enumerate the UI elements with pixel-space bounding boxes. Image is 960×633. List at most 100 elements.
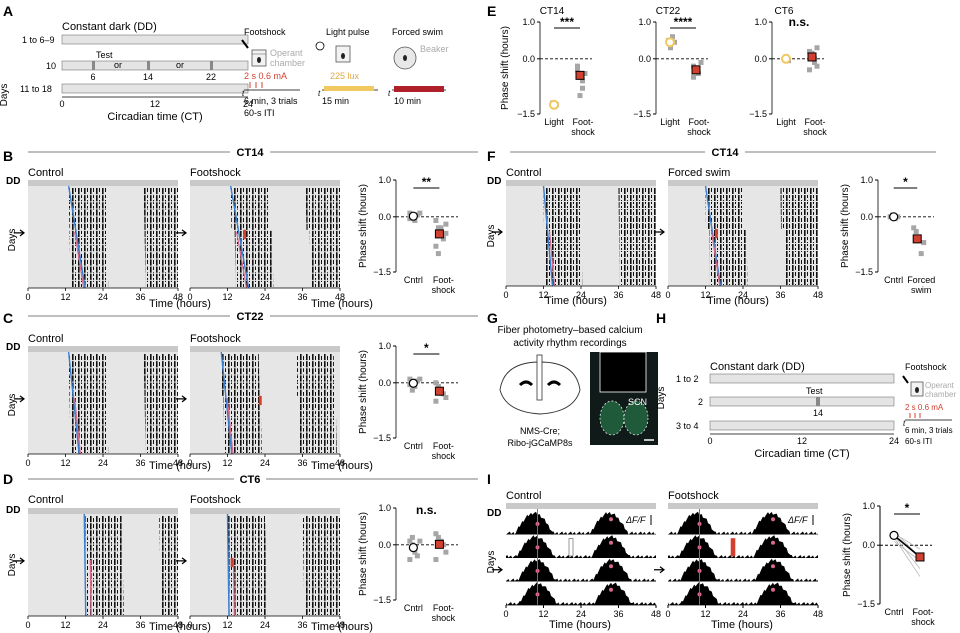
time-tick-label: 24 (98, 292, 108, 302)
activity-bout (227, 516, 265, 523)
control-point (407, 538, 413, 544)
calcium-trace (668, 558, 818, 582)
activity-bout (144, 238, 178, 245)
activity-bout (68, 361, 107, 368)
panel-letter-h: H (656, 310, 666, 326)
time-tick-label: 12 (60, 620, 70, 630)
time-tick-label: 48 (813, 609, 823, 619)
days-label-b: Days (7, 229, 18, 252)
foot-label: Foot- (804, 117, 825, 127)
test-day-arrow (654, 566, 665, 574)
or-label-1: or (114, 60, 122, 70)
footshock-point (580, 78, 585, 84)
activity-bout (229, 608, 268, 615)
activity-bout (235, 252, 273, 259)
operant-chamber-1: Operant (270, 48, 303, 58)
y-tick-label: −1.5 (749, 109, 767, 119)
activity-bout (84, 523, 122, 530)
activity-bout (221, 361, 259, 368)
time-tick-label: 0 (503, 609, 508, 619)
time-tick-label: 48 (335, 292, 345, 302)
onset-fit-line (704, 185, 722, 287)
treatment-mean (912, 234, 922, 244)
time-tick-label: 36 (135, 620, 145, 630)
activity-bout (145, 432, 178, 439)
time-tick-label: 48 (173, 292, 183, 302)
activity-bout (618, 202, 656, 208)
activity-bout (70, 425, 108, 432)
activity-bout (296, 382, 335, 389)
control-mean (408, 211, 418, 221)
activity-bout (70, 432, 108, 439)
onset-fit-line (226, 513, 230, 617)
activity-bout (85, 594, 124, 601)
treatment-point (443, 395, 449, 401)
time-label-b2: Time (hours) (311, 298, 373, 310)
actogram-header (28, 346, 178, 352)
panel-letter-i: I (487, 471, 491, 487)
activity-bout (223, 396, 261, 403)
days-label-h: Days (656, 387, 667, 410)
activity-bout (228, 551, 266, 558)
activity-bout (544, 272, 583, 278)
activity-bout (70, 259, 108, 266)
time-tick-label: 0 (25, 292, 30, 302)
activity-bout (159, 537, 178, 544)
activity-bout (235, 266, 273, 273)
trace-header (668, 503, 818, 509)
activity-bout (296, 354, 334, 361)
foot-label: Foot- (912, 607, 933, 617)
cntrl-label: Cntrl (404, 603, 423, 613)
footshock-label-i: Footshock (668, 490, 719, 502)
activity-bout (784, 272, 818, 278)
activity-bout (302, 516, 340, 523)
activity-bout (543, 216, 582, 222)
time-tick-label: 36 (775, 290, 785, 300)
activity-bout (69, 223, 107, 230)
h-footshock-iti: 60-s ITI (905, 437, 932, 446)
activity-bout (784, 251, 818, 257)
activity-bout (68, 202, 107, 209)
calcium-trace (668, 511, 818, 535)
treatment-point (433, 557, 439, 563)
time-tick-label: 0 (25, 620, 30, 630)
activity-bout (304, 587, 340, 594)
treatment-label: Foot- (433, 441, 454, 451)
activity-bout (709, 244, 747, 250)
activity-bout (144, 382, 178, 389)
panel-letter-e: E (487, 3, 496, 19)
ct-tick-14: 14 (143, 72, 153, 82)
dd-label-b: DD (6, 176, 20, 187)
onset-fit-line (67, 185, 86, 289)
activity-bout (705, 202, 744, 208)
treatment-label-2: shock (432, 285, 456, 295)
time-tick-label: 24 (738, 290, 748, 300)
activity-bout (784, 265, 818, 271)
activity-bout (143, 202, 178, 209)
activity-bout (143, 368, 178, 375)
time-tick-label: 48 (813, 290, 823, 300)
activity-bout (144, 396, 178, 403)
activity-bout (297, 389, 335, 396)
activity-bout (69, 404, 108, 411)
activity-bout (143, 188, 178, 195)
activity-bout (309, 230, 340, 237)
panel-letter-g: G (487, 310, 498, 326)
onset-fit-line (229, 185, 250, 289)
ct-tick-6: 6 (90, 72, 95, 82)
time-tick-label: 0 (187, 620, 192, 630)
paired-line (893, 535, 921, 569)
activity-bout (160, 594, 178, 601)
activity-bout (221, 375, 260, 382)
panel-c-title: CT22 (237, 311, 264, 323)
time-tick-label: 24 (576, 290, 586, 300)
control-mean (889, 530, 899, 541)
dd-label-d: DD (6, 505, 20, 516)
y-tick-label: −1.5 (373, 595, 391, 605)
time-label-c1: Time (hours) (149, 460, 211, 472)
activity-bout (709, 230, 747, 236)
